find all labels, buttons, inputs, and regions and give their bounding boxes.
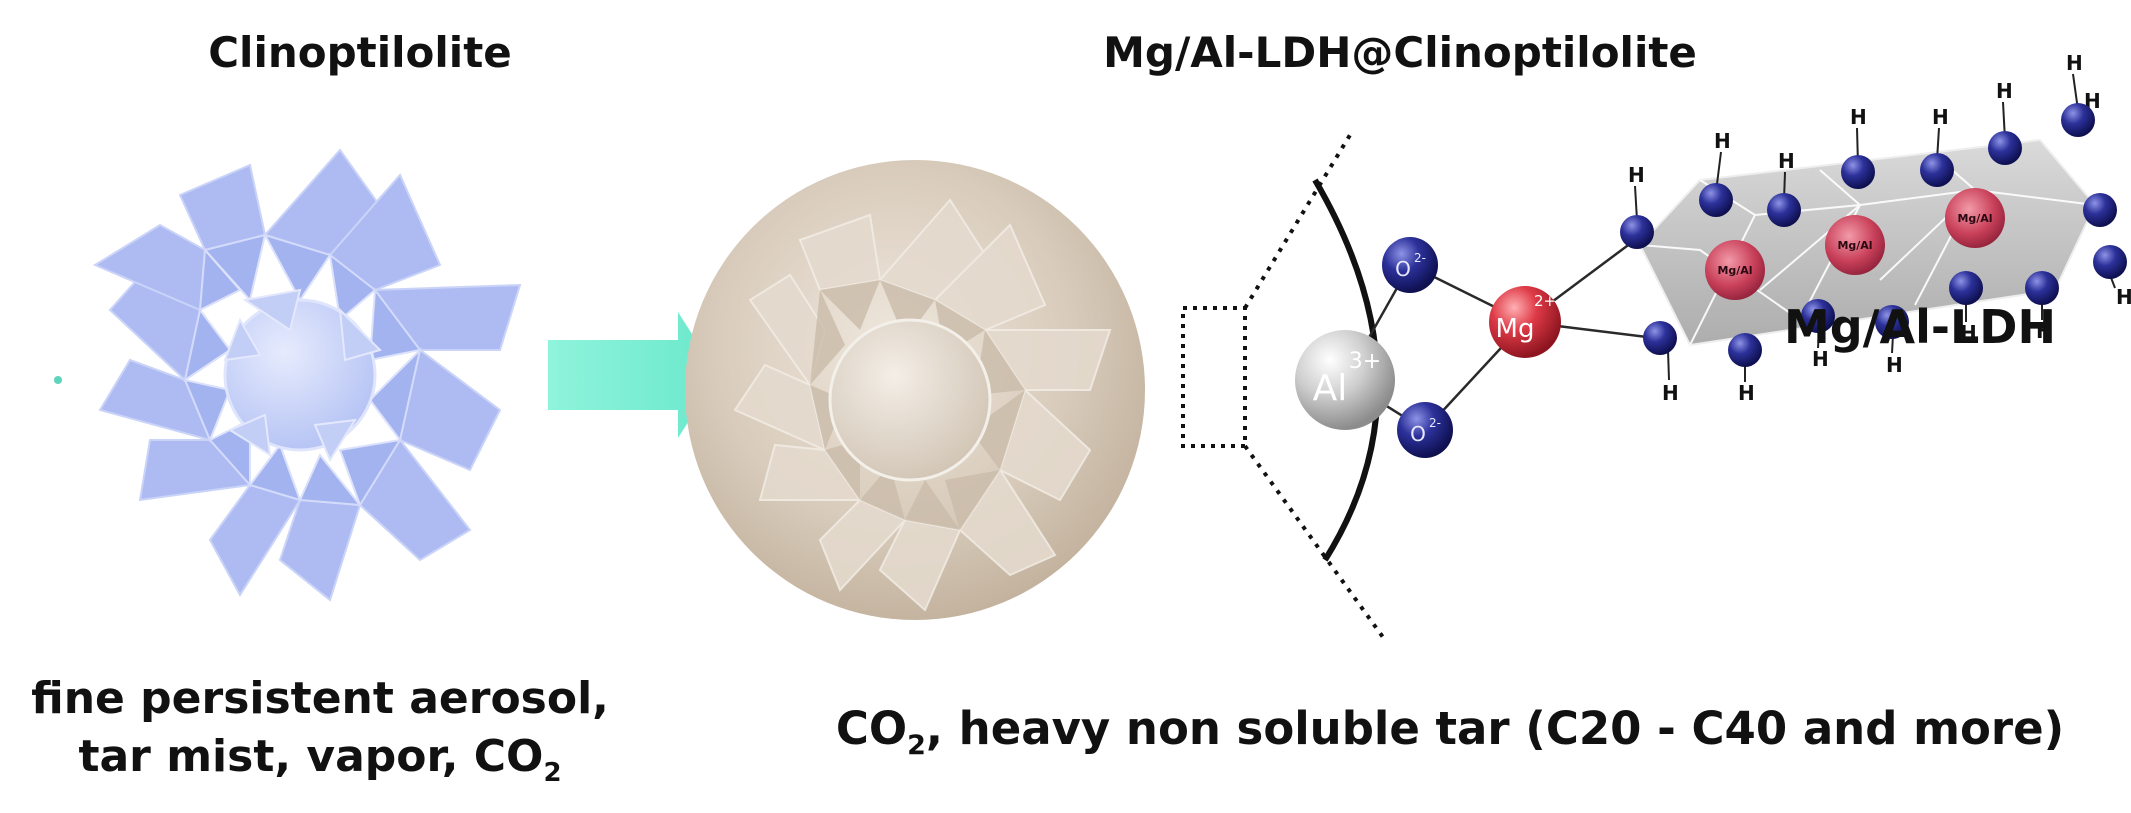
oxygen-atom-top: O 2- <box>1382 237 1438 293</box>
ldh-metal-centers: Mg/Al Mg/Al Mg/Al <box>1705 188 2005 300</box>
svg-text:Mg: Mg <box>1496 314 1535 344</box>
h-label: H <box>1738 381 1755 405</box>
co2-text: CO <box>835 702 908 755</box>
oxygen-atom-bottom: O 2- <box>1397 402 1453 458</box>
hydrogen-labels: H H H H H H H H H H H H H H H <box>1628 51 2131 405</box>
right-caption-text: , heavy non soluble tar (C20 - C40 and m… <box>925 702 2065 755</box>
left-caption: fine persistent aerosol, tar mist, vapor… <box>0 670 640 802</box>
h-label: H <box>2036 319 2053 343</box>
h-label: H <box>1662 381 1679 405</box>
clinoptilolite-title: Clinoptilolite <box>208 28 512 77</box>
layer-metal-label: Mg/Al <box>1957 212 1992 225</box>
svg-text:2-: 2- <box>1414 251 1426 265</box>
co2-subscript: 2 <box>543 757 562 788</box>
left-caption-line2: tar mist, vapor, CO2 <box>0 728 640 802</box>
left-caption-line1: fine persistent aerosol, <box>31 673 609 724</box>
clinoptilolite-crystal <box>54 148 522 602</box>
composite-title: Mg/Al-LDH@Clinoptilolite <box>1103 28 1697 77</box>
transformation-arrow <box>548 312 718 438</box>
layer-metal-label: Mg/Al <box>1837 239 1872 252</box>
h-label: H <box>2066 51 2083 75</box>
co2-subscript: 2 <box>907 730 926 761</box>
h-label: H <box>1714 129 1731 153</box>
left-caption-line2-text: tar mist, vapor, CO <box>78 731 544 782</box>
svg-text:O: O <box>1410 422 1426 446</box>
h-label: H <box>1886 353 1903 377</box>
svg-text:Al: Al <box>1313 368 1348 409</box>
h-label: H <box>1932 105 1949 129</box>
svg-text:2-: 2- <box>1429 416 1441 430</box>
hydroxyl-atoms <box>1620 103 2127 367</box>
h-label: H <box>1812 347 1829 371</box>
svg-text:2+: 2+ <box>1534 292 1556 310</box>
h-label: H <box>1996 79 2013 103</box>
h-label: H <box>1778 149 1795 173</box>
ldh-coated-sphere <box>685 160 1247 620</box>
svg-text:O: O <box>1395 257 1411 281</box>
aluminum-atom: Al 3+ <box>1295 330 1395 430</box>
layer-metal-label: Mg/Al <box>1717 264 1752 277</box>
magnesium-atom: Mg 2+ <box>1489 286 1561 358</box>
ldh-label: Mg/Al-LDH <box>1784 300 2056 354</box>
interface-atoms: Al 3+ O 2- O 2- Mg 2+ <box>1295 237 1561 458</box>
right-caption: CO2, heavy non soluble tar (C20 - C40 an… <box>820 702 2080 761</box>
svg-text:3+: 3+ <box>1349 349 1381 374</box>
h-label: H <box>1850 105 1867 129</box>
h-label: H <box>1960 321 1977 345</box>
h-label: H <box>1628 163 1645 187</box>
h-label: H <box>2116 285 2131 309</box>
